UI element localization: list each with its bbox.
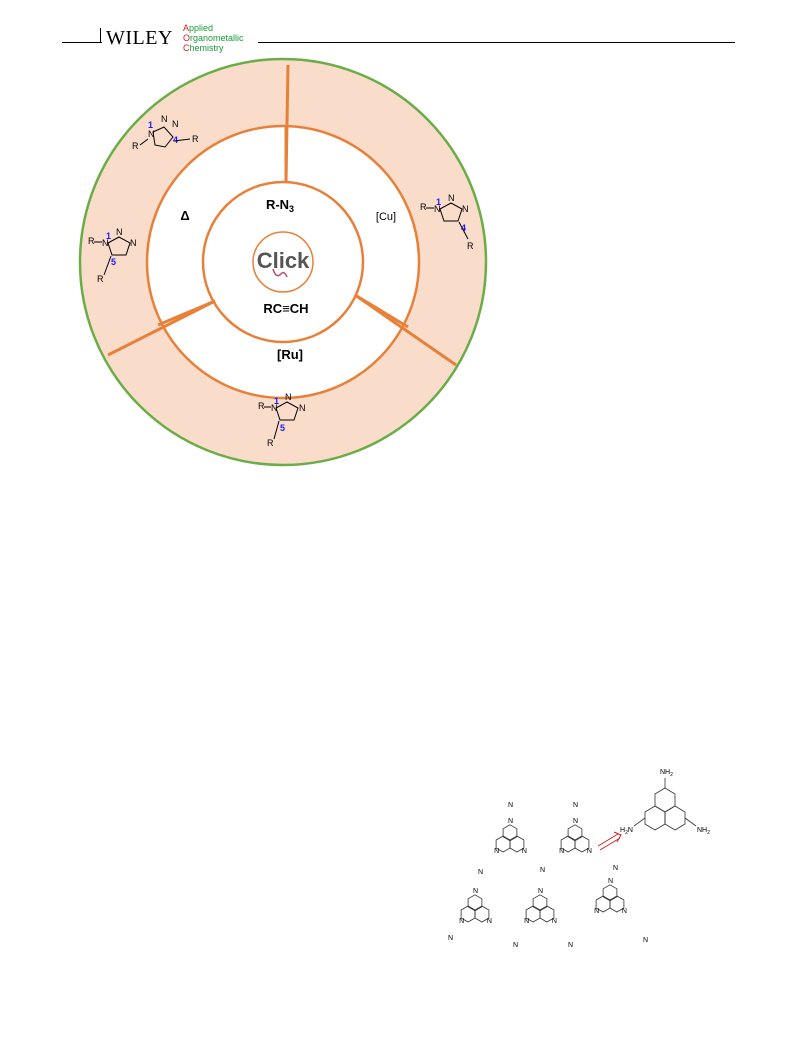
svg-text:NH2: NH2 <box>697 827 710 836</box>
bridging-nitrogen-label: N <box>643 937 648 944</box>
svg-text:N: N <box>271 403 278 413</box>
nitrogen-label: N <box>524 918 529 925</box>
svg-text:N: N <box>448 193 455 203</box>
svg-text:N: N <box>434 204 441 214</box>
svg-text:1: 1 <box>148 120 153 130</box>
svg-text:4: 4 <box>173 135 178 145</box>
click-chemistry-diagram: Click R-N3 RC≡CH Δ [Cu] [Ru] N N N R 1 4… <box>78 57 488 467</box>
nitrogen-label: N <box>473 888 478 895</box>
journal-title: Applied Organometallic Chemistry <box>183 23 244 53</box>
triazole-thermal-1-4: N N N R 1 4 R <box>132 114 199 151</box>
svg-text:R: R <box>97 274 104 284</box>
bridging-nitrogen-label: N <box>568 942 573 949</box>
nitrogen-label: N <box>508 818 513 825</box>
nitrogen-label: N <box>587 848 592 855</box>
svg-text:N: N <box>161 114 168 124</box>
svg-text:N: N <box>462 204 469 214</box>
svg-text:H2N: H2N <box>620 827 633 836</box>
bridging-nitrogen-label: N <box>513 942 518 949</box>
nitrogen-label: N <box>459 918 464 925</box>
header-rule-right <box>258 42 735 43</box>
nitrogen-label: N <box>559 848 564 855</box>
bridging-nitrogen-label: N <box>573 802 578 809</box>
center-ring <box>252 231 314 293</box>
svg-text:R: R <box>420 202 427 212</box>
bridging-nitrogen-label: N <box>478 869 483 876</box>
svg-text:R: R <box>132 141 139 151</box>
svg-text:1: 1 <box>274 396 279 406</box>
svg-text:N: N <box>130 238 137 248</box>
bridging-nitrogen-label: N <box>613 865 618 872</box>
svg-text:R: R <box>88 236 95 246</box>
svg-text:R: R <box>258 401 265 411</box>
svg-text:N: N <box>148 129 155 139</box>
nitrogen-label: N <box>538 888 543 895</box>
triazole-thermal-1-5: N N N R 1 5 R <box>88 227 137 284</box>
click-logo-text: Click <box>257 248 310 273</box>
svg-text:R: R <box>467 241 474 251</box>
svg-text:N: N <box>285 392 292 402</box>
melem-monomer <box>633 778 697 831</box>
azide-label: R-N3 <box>266 197 294 214</box>
heptazine-network <box>460 824 625 923</box>
reaction-arrow <box>597 831 622 851</box>
triazole-copper-1-4: N N N R 1 4 R <box>420 193 474 251</box>
nitrogen-label: N <box>494 848 499 855</box>
svg-text:N: N <box>116 227 123 237</box>
svg-text:4: 4 <box>461 223 466 233</box>
publisher-logo: WILEY <box>106 27 173 49</box>
svg-text:5: 5 <box>111 257 116 267</box>
ruthenium-condition: [Ru] <box>277 347 303 362</box>
copper-condition: [Cu] <box>376 211 396 223</box>
svg-text:1: 1 <box>106 231 111 241</box>
melem-labels: NH2 H2N NH2 <box>620 769 710 836</box>
thermal-condition: Δ <box>180 208 189 223</box>
nitrogen-label: N <box>487 918 492 925</box>
nitrogen-label: N <box>573 818 578 825</box>
nitrogen-label: N <box>594 908 599 915</box>
svg-text:1: 1 <box>436 197 441 207</box>
svg-text:N: N <box>172 119 179 129</box>
bridging-nitrogen-label: N <box>540 867 545 874</box>
header-rule-left <box>62 42 102 43</box>
svg-text:NH2: NH2 <box>660 769 673 778</box>
triazole-ruthenium-1-5: N N N R 1 5 R <box>258 392 306 448</box>
nitrogen-label: N <box>552 918 557 925</box>
svg-text:N: N <box>299 403 306 413</box>
svg-text:R: R <box>192 134 199 144</box>
svg-text:N: N <box>102 238 109 248</box>
nitrogen-label: N <box>608 878 613 885</box>
svg-text:R: R <box>267 438 274 448</box>
journal-header: WILEY Applied Organometallic Chemistry <box>0 0 793 60</box>
nitrogen-label: N <box>522 848 527 855</box>
bridging-nitrogen-label: N <box>448 935 453 942</box>
alkyne-label: RC≡CH <box>263 301 308 316</box>
svg-text:5: 5 <box>280 423 285 433</box>
nitrogen-label: N <box>622 908 627 915</box>
header-tick <box>100 28 101 43</box>
bridging-nitrogen-label: N <box>508 802 513 809</box>
click-logo-swoosh <box>272 268 288 278</box>
